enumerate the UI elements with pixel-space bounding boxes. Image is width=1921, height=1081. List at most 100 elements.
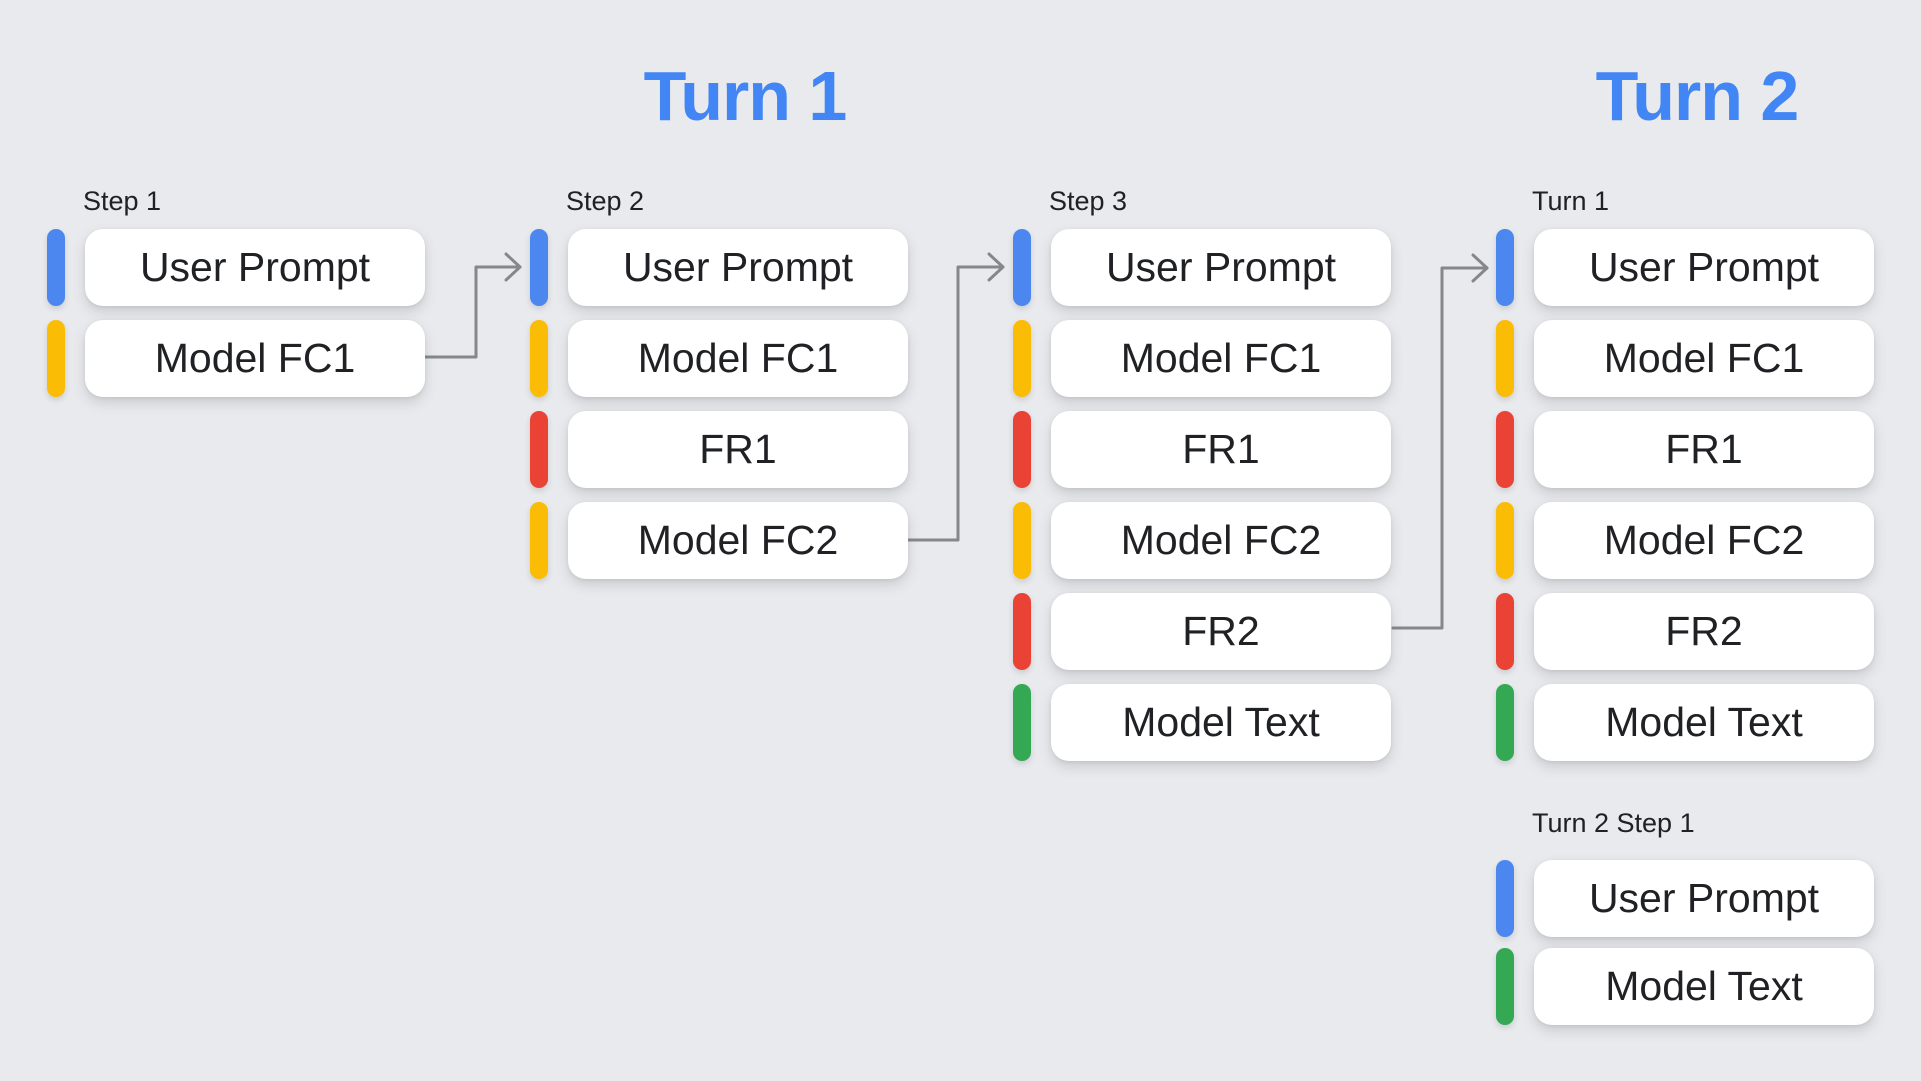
message-card-label: FR1 bbox=[699, 426, 777, 472]
group-rows: User Prompt Model FC1 FR1 Model FC2 FR2 … bbox=[1496, 229, 1874, 761]
group-rows: User Prompt Model FC1 FR1 Model FC2 FR2 … bbox=[1013, 229, 1391, 761]
row-fr2: FR2 bbox=[1496, 593, 1874, 670]
model-function-call-bar bbox=[47, 320, 65, 397]
card-model-fc2: Model FC2 bbox=[568, 502, 908, 579]
row-model-fc2: Model FC2 bbox=[1013, 502, 1391, 579]
card-user-prompt: User Prompt bbox=[1534, 229, 1874, 306]
row-model-fc1: Model FC1 bbox=[1496, 320, 1874, 397]
function-response-bar bbox=[1013, 411, 1031, 488]
card-fr1: FR1 bbox=[568, 411, 908, 488]
card-model-text: Model Text bbox=[1534, 684, 1874, 761]
message-card-label: Model Text bbox=[1122, 699, 1320, 745]
row-fr1: FR1 bbox=[1013, 411, 1391, 488]
row-fr2: FR2 bbox=[1013, 593, 1391, 670]
function-response-bar bbox=[530, 411, 548, 488]
message-card-label: Model FC2 bbox=[1120, 517, 1322, 563]
function-response-bar bbox=[1013, 593, 1031, 670]
turn-2-title: Turn 2 bbox=[1595, 57, 1800, 135]
function-response-bar bbox=[1496, 593, 1514, 670]
group-turn-1: Turn 1 User Prompt Model FC1 FR1 Model F… bbox=[1496, 186, 1874, 761]
card-user-prompt: User Prompt bbox=[1534, 860, 1874, 937]
row-model-text: Model Text bbox=[1496, 948, 1874, 1025]
group-label-step-1: Step 1 bbox=[83, 186, 162, 216]
arrow-step3-to-turn1 bbox=[1391, 253, 1489, 630]
row-user-prompt: User Prompt bbox=[47, 229, 425, 306]
message-card-label: User Prompt bbox=[622, 244, 854, 290]
message-card-label: Model FC2 bbox=[1603, 517, 1805, 563]
card-model-fc1: Model FC1 bbox=[85, 320, 425, 397]
card-model-fc1: Model FC1 bbox=[1534, 320, 1874, 397]
group-rows: User Prompt Model FC1 FR1 Model FC2 bbox=[530, 229, 908, 579]
message-card-label: User Prompt bbox=[1588, 875, 1820, 921]
arrow-step1-to-step2 bbox=[423, 252, 522, 359]
message-card-label: Model FC1 bbox=[1120, 335, 1322, 381]
row-model-fc1: Model FC1 bbox=[530, 320, 908, 397]
row-model-text: Model Text bbox=[1496, 684, 1874, 761]
row-model-text: Model Text bbox=[1013, 684, 1391, 761]
group-label-step-2: Step 2 bbox=[566, 186, 645, 216]
row-fr1: FR1 bbox=[1496, 411, 1874, 488]
message-card-label: User Prompt bbox=[139, 244, 371, 290]
group-step-3: Step 3 User Prompt Model FC1 FR1 Model F… bbox=[1013, 186, 1391, 761]
card-model-fc1: Model FC1 bbox=[568, 320, 908, 397]
model-function-call-bar bbox=[530, 502, 548, 579]
row-model-fc2: Model FC2 bbox=[530, 502, 908, 579]
model-text-bar bbox=[1496, 948, 1514, 1025]
row-model-fc1: Model FC1 bbox=[47, 320, 425, 397]
row-fr1: FR1 bbox=[530, 411, 908, 488]
user-prompt-bar bbox=[1496, 860, 1514, 937]
row-user-prompt: User Prompt bbox=[530, 229, 908, 306]
card-fr2: FR2 bbox=[1534, 593, 1874, 670]
message-card-label: Model FC1 bbox=[637, 335, 839, 381]
card-model-text: Model Text bbox=[1534, 948, 1874, 1025]
user-prompt-bar bbox=[1496, 229, 1514, 306]
message-card-label: Model Text bbox=[1605, 963, 1803, 1009]
card-user-prompt: User Prompt bbox=[1051, 229, 1391, 306]
model-text-bar bbox=[1013, 684, 1031, 761]
arrow-step2-to-step3 bbox=[905, 252, 1005, 542]
model-function-call-bar bbox=[1013, 320, 1031, 397]
user-prompt-bar bbox=[1013, 229, 1031, 306]
card-model-text: Model Text bbox=[1051, 684, 1391, 761]
group-rows: User Prompt Model Text bbox=[1496, 860, 1874, 1025]
message-card-label: FR2 bbox=[1665, 608, 1743, 654]
message-card-label: FR1 bbox=[1665, 426, 1743, 472]
model-function-call-bar bbox=[530, 320, 548, 397]
card-model-fc2: Model FC2 bbox=[1534, 502, 1874, 579]
row-user-prompt: User Prompt bbox=[1496, 860, 1874, 937]
message-card-label: User Prompt bbox=[1588, 244, 1820, 290]
group-label-turn-1: Turn 1 bbox=[1532, 186, 1610, 216]
row-user-prompt: User Prompt bbox=[1496, 229, 1874, 306]
user-prompt-bar bbox=[47, 229, 65, 306]
function-response-bar bbox=[1496, 411, 1514, 488]
message-card-label: FR1 bbox=[1182, 426, 1260, 472]
turn-1-title: Turn 1 bbox=[643, 57, 848, 135]
card-fr2: FR2 bbox=[1051, 593, 1391, 670]
message-card-label: Model Text bbox=[1605, 699, 1803, 745]
message-card-label: Model FC1 bbox=[154, 335, 356, 381]
group-step-1: Step 1 User Prompt Model FC1 bbox=[47, 186, 425, 397]
model-function-call-bar bbox=[1496, 320, 1514, 397]
model-text-bar bbox=[1496, 684, 1514, 761]
card-model-fc1: Model FC1 bbox=[1051, 320, 1391, 397]
row-model-fc2: Model FC2 bbox=[1496, 502, 1874, 579]
model-function-call-bar bbox=[1013, 502, 1031, 579]
group-rows: User Prompt Model FC1 bbox=[47, 229, 425, 397]
user-prompt-bar bbox=[530, 229, 548, 306]
group-step-2: Step 2 User Prompt Model FC1 FR1 Model F… bbox=[530, 186, 908, 579]
group-label-step-3: Step 3 bbox=[1049, 186, 1128, 216]
message-card-label: Model FC2 bbox=[637, 517, 839, 563]
model-function-call-bar bbox=[1496, 502, 1514, 579]
row-user-prompt: User Prompt bbox=[1013, 229, 1391, 306]
row-model-fc1: Model FC1 bbox=[1013, 320, 1391, 397]
card-fr1: FR1 bbox=[1051, 411, 1391, 488]
message-card-label: FR2 bbox=[1182, 608, 1260, 654]
card-model-fc2: Model FC2 bbox=[1051, 502, 1391, 579]
card-fr1: FR1 bbox=[1534, 411, 1874, 488]
card-user-prompt: User Prompt bbox=[85, 229, 425, 306]
group-label-turn-2-step-1: Turn 2 Step 1 bbox=[1532, 808, 1695, 838]
message-card-label: Model FC1 bbox=[1603, 335, 1805, 381]
message-card-label: User Prompt bbox=[1105, 244, 1337, 290]
group-turn-2-step-1: Turn 2 Step 1 User Prompt Model Text bbox=[1496, 808, 1874, 1025]
